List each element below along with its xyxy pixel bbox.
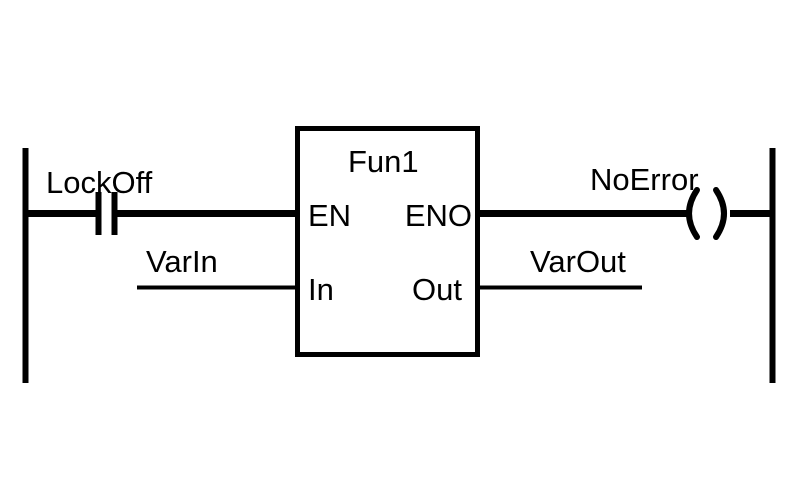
coil-label-noerror: NoError	[590, 162, 699, 197]
function-block-pin-out: Out	[412, 272, 462, 307]
function-block-title: Fun1	[348, 144, 419, 179]
function-block-body[interactable]	[295, 126, 480, 357]
input-label-varin: VarIn	[146, 244, 218, 279]
contact-label-lockoff: LockOff	[46, 165, 153, 200]
coil-arc-right[interactable]	[713, 187, 727, 240]
function-block-pin-in: In	[308, 272, 334, 307]
output-label-varout: VarOut	[530, 244, 626, 279]
function-block-pin-en: EN	[308, 198, 351, 233]
function-block-pin-eno: ENO	[405, 198, 472, 233]
coil-arc-left[interactable]	[686, 187, 700, 240]
